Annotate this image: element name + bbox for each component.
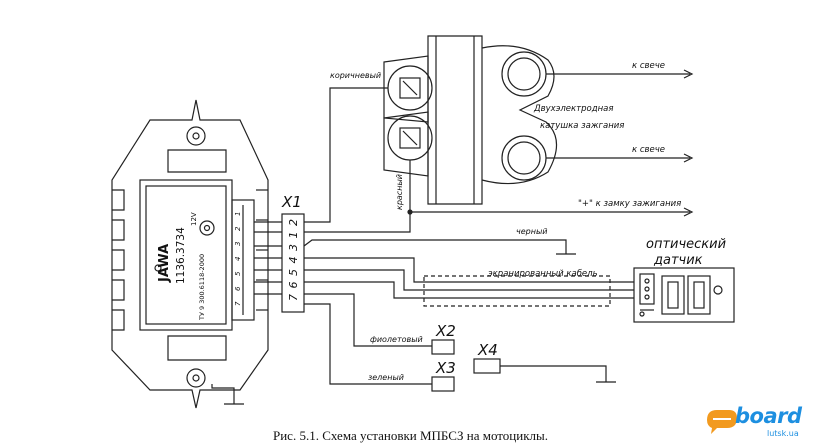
site-logo[interactable]: board lutsk.ua <box>703 404 811 442</box>
x1-pin-3: 3 <box>287 244 300 251</box>
x1-pin-6: 6 <box>287 282 300 289</box>
unit-pin-5: 5 <box>234 271 242 276</box>
x1-pin-1: 1 <box>287 232 300 239</box>
unit-pin-6: 6 <box>234 286 242 291</box>
unit-pin-1: 1 <box>234 212 242 216</box>
optical-sensor <box>633 267 735 323</box>
logo-icon <box>707 410 737 434</box>
x1-title: X1 <box>281 193 302 211</box>
logo-sub: lutsk.ua <box>767 429 799 438</box>
label-x4: X4 <box>477 341 498 359</box>
unit-pin-4: 4 <box>234 257 242 261</box>
label-sensor-2: датчик <box>653 253 703 268</box>
connector-x2 <box>431 339 455 355</box>
label-shielded-cable: экранированный кабель <box>488 269 598 279</box>
logo-word: board <box>735 404 802 428</box>
label-red: красный <box>395 174 404 210</box>
figure-caption: Рис. 5.1. Схема установки МПБСЗ на мотоц… <box>273 428 548 443</box>
unit-pin-7: 7 <box>234 301 242 306</box>
ignition-control-unit <box>111 99 269 409</box>
label-to-plug-2: к свече <box>632 145 665 155</box>
label-x2: X2 <box>435 322 456 340</box>
label-black: черный <box>516 227 547 236</box>
label-sensor-1: оптический <box>646 237 726 252</box>
unit-pin-3: 3 <box>234 242 242 246</box>
label-x3: X3 <box>435 359 456 377</box>
ignition-coil <box>383 35 558 205</box>
connector-x4 <box>473 358 501 374</box>
x1-pin-5: 5 <box>287 269 300 276</box>
unit-brand: JAWA <box>157 244 172 283</box>
unit-voltage: 12V <box>190 212 198 226</box>
x1-pin-4: 4 <box>287 257 300 264</box>
unit-part-number: 1136.3734 <box>175 227 187 284</box>
connector-x1 <box>281 213 305 313</box>
ground-unit <box>211 384 244 405</box>
x1-pin-7: 7 <box>287 294 300 301</box>
unit-pin-2: 2 <box>234 226 242 231</box>
x1-pin-2: 2 <box>287 219 300 226</box>
label-coil-2: катушка зажгания <box>540 121 624 131</box>
label-coil-1: Двухэлектродная <box>533 104 613 114</box>
label-to-ignition: "+" к замку зажигания <box>578 199 681 209</box>
label-to-plug-1: к свече <box>632 61 665 71</box>
connector-x3 <box>431 376 455 392</box>
label-violet: фиолетовый <box>370 335 423 344</box>
label-brown: коричневый <box>330 71 381 80</box>
label-green: зеленый <box>368 373 404 382</box>
unit-spec: ТУ 9 300.6118-2000 <box>198 254 206 321</box>
